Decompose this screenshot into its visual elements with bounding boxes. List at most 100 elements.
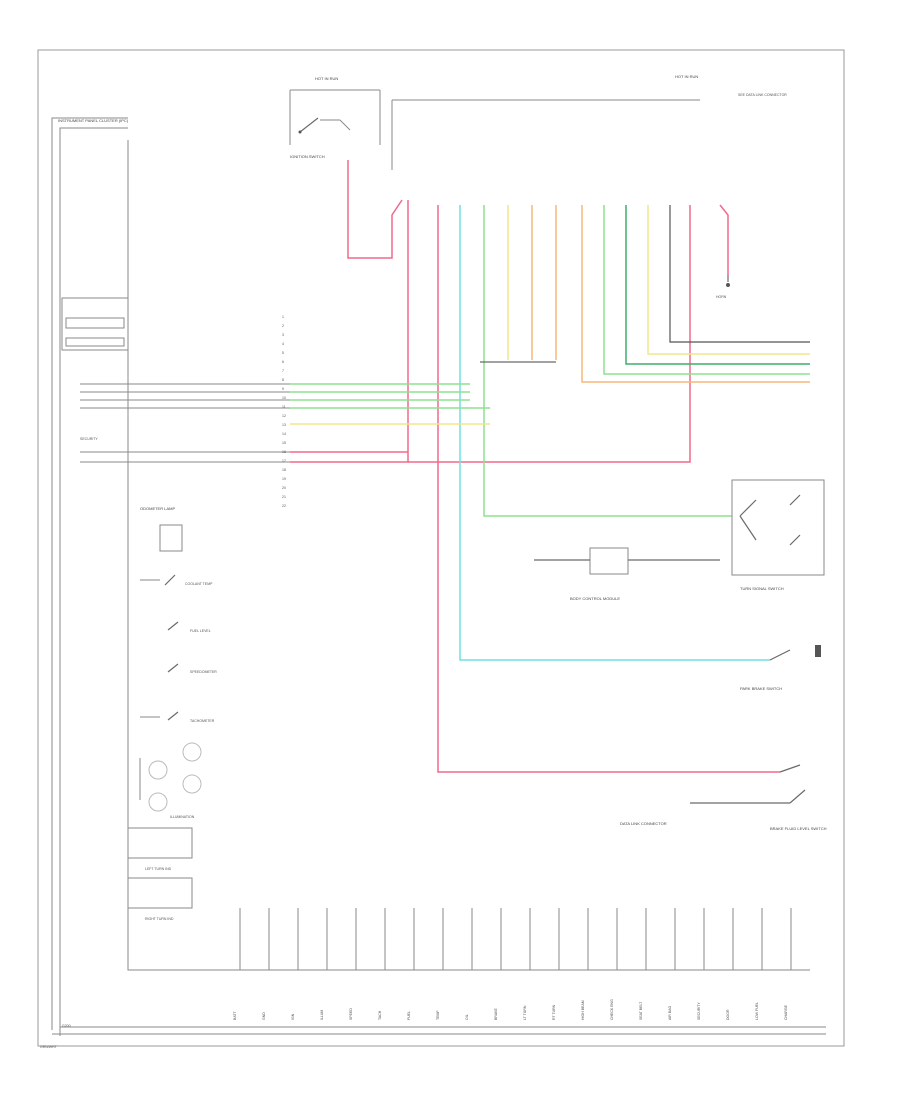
- bottom-pin-labels: BATT GND IGN ILLUM SPEED TACH FUEL TEMP OIL BRAKE…: [233, 908, 792, 1020]
- connector-pin-19: 19: [282, 477, 286, 481]
- brake-fluid-switch: [690, 764, 806, 804]
- connector-pin-13: 13: [282, 423, 286, 427]
- left-turn-indicator: [127, 827, 193, 859]
- bottom-pin-label: DOOR: [726, 1009, 730, 1020]
- connector-pin-9: 9: [282, 387, 284, 391]
- bottom-pin-label: SPEED: [349, 1008, 353, 1020]
- tachometer-switch: [140, 711, 179, 721]
- connector-pin-8: 8: [282, 378, 284, 382]
- bottom-pin-label: ILLUM: [320, 1010, 324, 1020]
- bottom-pin-label: AIR BAG: [668, 1006, 672, 1020]
- tachometer-label: TACHOMETER: [190, 719, 215, 723]
- right-turn-label: RIGHT TURN IND: [145, 917, 174, 921]
- pink-wire-brake: [437, 205, 780, 773]
- left-connector-inner: [65, 317, 125, 329]
- connector-pin-11: 11: [282, 405, 286, 409]
- left-connector-inner-2: [65, 337, 125, 347]
- green-wire-harness: [603, 205, 810, 375]
- connector-pin-3: 3: [282, 333, 284, 337]
- connector-pin-14: 14: [282, 432, 286, 436]
- cluster-outline: [51, 117, 128, 1030]
- pink-wire-ignition: [347, 160, 403, 259]
- ground-rail: [59, 127, 128, 1036]
- horn-connector: [726, 275, 730, 287]
- grounding-label: G200: [62, 1024, 71, 1028]
- connector-pin-17: 17: [282, 459, 286, 463]
- cyan-wire: [459, 205, 770, 661]
- park-brake-switch: [769, 645, 821, 661]
- bottom-pin-label: LT TURN: [523, 1005, 527, 1020]
- gray-wire-harness: [669, 205, 810, 343]
- diagram-frame: [37, 49, 845, 1047]
- left-turn-label: LEFT TURN IND: [145, 867, 172, 871]
- orange-wire-harness: [581, 205, 810, 383]
- bottom-pin-label: FUEL: [407, 1011, 411, 1020]
- bottom-pin-label: TACH: [378, 1010, 382, 1020]
- odometer-lamp-box: [159, 524, 183, 552]
- bottom-pin-label: CHECK ENG: [610, 999, 614, 1020]
- data-link-label: DATA LINK CONNECTOR: [620, 821, 667, 826]
- cluster-body: [127, 140, 810, 971]
- connector-pin-20: 20: [282, 486, 286, 490]
- connector-pin-15: 15: [282, 441, 286, 445]
- connector-pin-4: 4: [282, 342, 284, 346]
- bottom-pin-label: SEAT BELT: [639, 1001, 643, 1020]
- left-bus: [80, 383, 290, 463]
- bottom-pin-label: RT TURN: [552, 1004, 556, 1020]
- bottom-pin-label: OIL: [465, 1014, 469, 1020]
- teal-wire-harness: [625, 205, 810, 365]
- right-note: SEE DATA LINK CONNECTOR: [738, 93, 787, 97]
- bottom-pin-label: IGN: [291, 1013, 295, 1020]
- green-wire-turn: [483, 205, 732, 517]
- connector-pin-21: 21: [282, 495, 286, 499]
- horn-label: HORN: [716, 295, 727, 299]
- speedometer-switch: [167, 663, 179, 673]
- connector-pin-18: 18: [282, 468, 286, 472]
- bottom-pin-label: LOW FUEL: [755, 1002, 759, 1020]
- pink-wire-main: [290, 200, 409, 463]
- ignition-switch-label: IGNITION SWITCH: [290, 154, 325, 159]
- body-control-module: [589, 547, 629, 575]
- brake-fluid-label: BRAKE FLUID LEVEL SWITCH: [770, 826, 827, 831]
- connector-pin-22: 22: [282, 504, 286, 508]
- right-turn-indicator: [127, 877, 193, 909]
- connector-pin-6: 6: [282, 360, 284, 364]
- pink-wire-right: [719, 204, 729, 275]
- park-brake-label: PARK BRAKE SWITCH: [740, 686, 782, 691]
- pink-wire-horn-loop: [408, 205, 691, 463]
- illumination-label: ILLUMINATION: [170, 815, 195, 819]
- coolant-temp-label: COOLANT TEMP: [185, 582, 213, 586]
- turn-signal-switch-box: [731, 479, 825, 576]
- coolant-temp-switch: [140, 574, 176, 586]
- turn-signal-label: TURN SIGNAL SWITCH: [740, 586, 784, 591]
- fuel-level-label: FUEL LEVEL: [190, 629, 211, 633]
- connector-pin-2: 2: [282, 324, 284, 328]
- speedometer-label: SPEEDOMETER: [190, 670, 217, 674]
- feature-label-stack: [130, 140, 256, 352]
- yellow-wire-harness: [647, 205, 810, 355]
- bottom-pin-label: HIGH BEAM: [581, 1000, 585, 1020]
- hot-in-run-right: HOT IN RUN: [675, 74, 698, 79]
- security-label: SECURITY: [80, 437, 98, 441]
- bottom-pin-label: GND: [262, 1012, 266, 1020]
- connector-pin-1: 1: [282, 315, 284, 319]
- bottom-pin-label: BATT: [233, 1010, 237, 1020]
- connector-pin-12: 12: [282, 414, 286, 418]
- fuel-level-switch: [167, 621, 179, 631]
- module-label: BODY CONTROL MODULE: [570, 596, 620, 601]
- connector-pin-16: 16: [282, 450, 286, 454]
- odometer-lamp-label: ODOMETER LAMP: [140, 506, 175, 511]
- bottom-pin-label: SECURITY: [697, 1002, 701, 1020]
- bottom-pin-label: TEMP: [436, 1010, 440, 1020]
- hot-in-run-left: HOT IN RUN: [315, 76, 338, 81]
- bottom-pin-label: BRAKE: [494, 1007, 498, 1020]
- bottom-left-label: GRN/WHT: [40, 1045, 58, 1049]
- cluster-title: INSTRUMENT PANEL CLUSTER (IPC): [58, 118, 129, 123]
- connector-pin-7: 7: [282, 369, 284, 373]
- connector-pin-10: 10: [282, 396, 286, 400]
- bottom-pin-label: CHARGE: [784, 1004, 788, 1020]
- ignition-switch: [289, 89, 381, 145]
- gauge-cluster: [139, 742, 202, 812]
